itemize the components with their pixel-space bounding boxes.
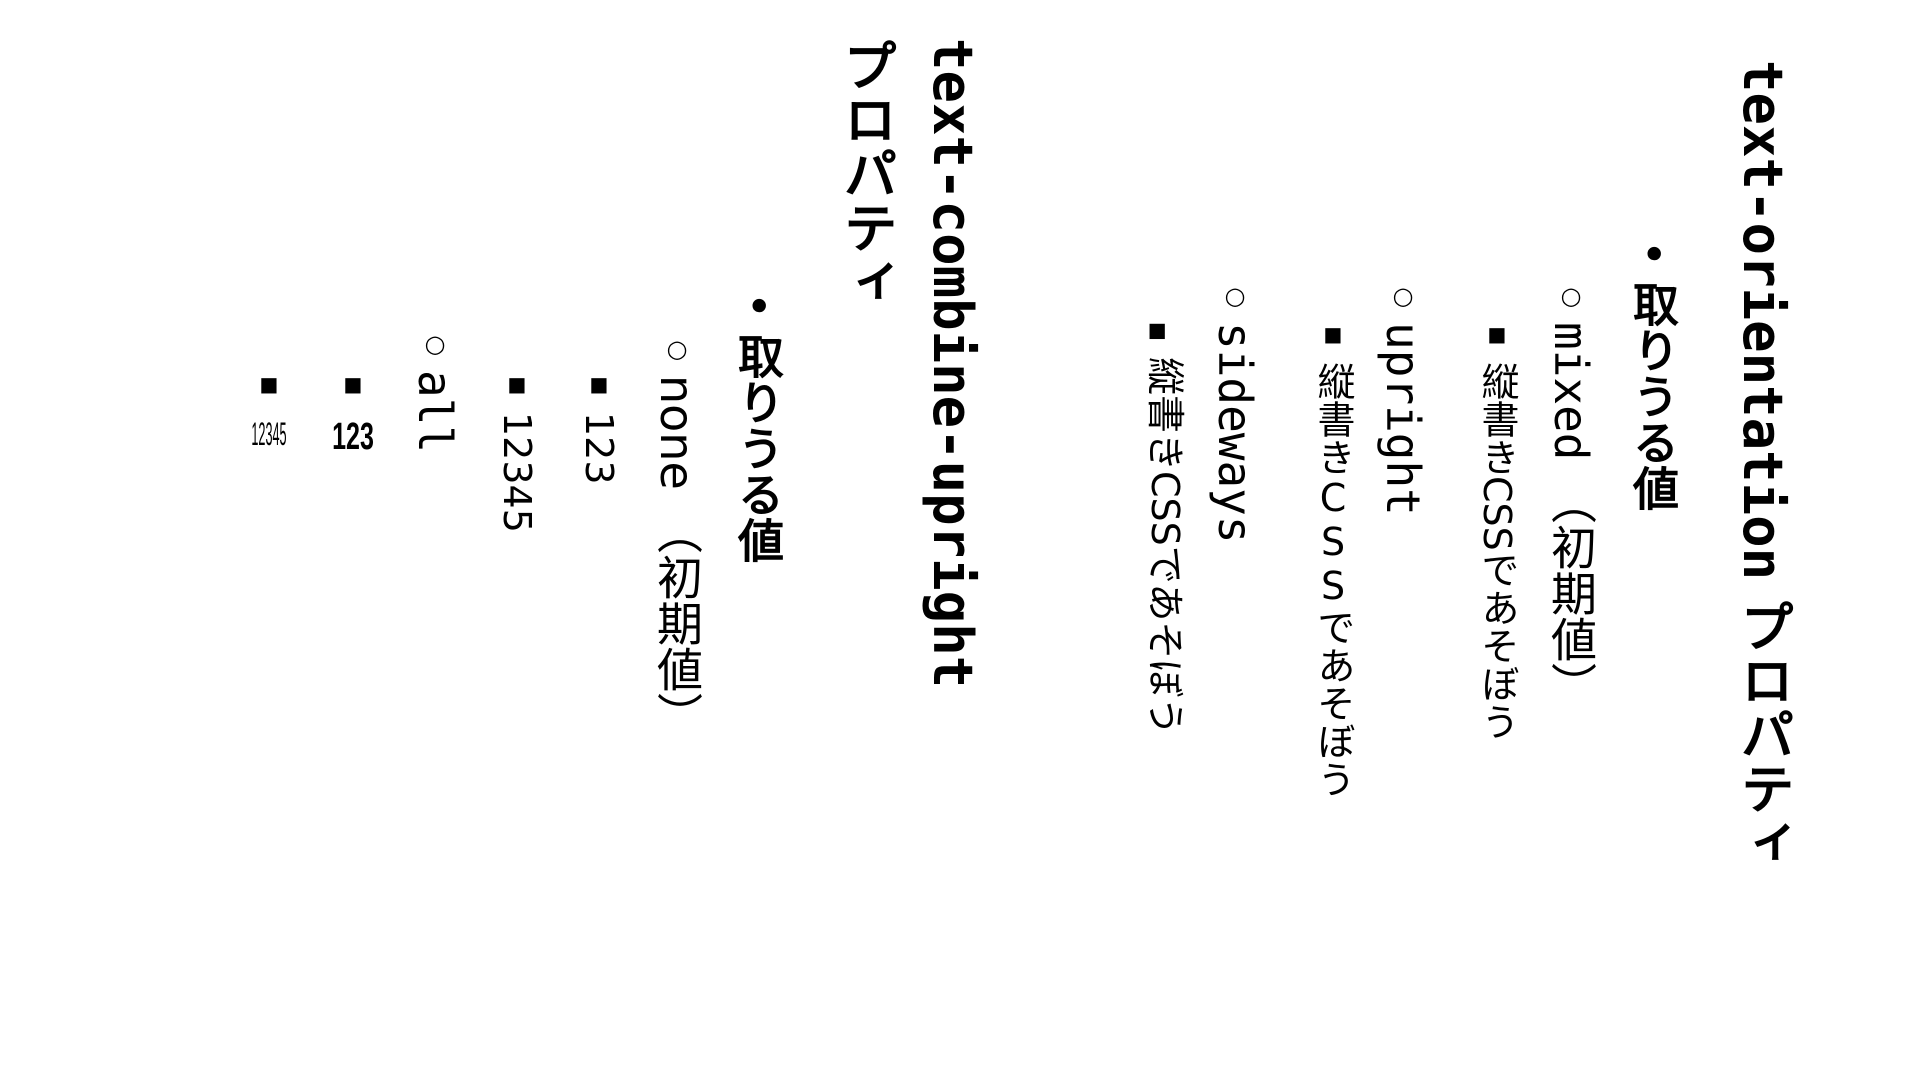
square-bullet-icon: ■ — [341, 372, 365, 396]
square-bullet-icon: ■ — [587, 372, 611, 396]
sample-text: 12345 — [251, 418, 287, 450]
option-value: none — [650, 375, 704, 490]
section1-title-suffix: プロパティ — [1731, 580, 1794, 869]
section1-title: text-orientation プロパティ — [1731, 60, 1794, 869]
sample-text: 縦書きCSSであそぼう — [1311, 362, 1355, 798]
sample-text: 縦書きCSSであそぼう — [1143, 356, 1187, 736]
sample-all-12345: ■ 12345 — [250, 372, 288, 450]
option-note: （初期値） — [1544, 478, 1598, 709]
square-bullet-icon: ■ — [257, 372, 281, 396]
circle-bullet-icon: ○ — [1221, 282, 1249, 310]
square-bullet-icon: ■ — [1147, 322, 1171, 341]
option-note: （初期値） — [650, 507, 704, 738]
circle-bullet-icon: ○ — [1389, 282, 1417, 310]
option-upright: ○ upright — [1376, 282, 1430, 516]
section2-title-suffix: プロパティ — [834, 38, 897, 308]
option-sideways: ○ sideways — [1208, 282, 1262, 544]
circle-bullet-icon: ○ — [421, 330, 449, 358]
option-all: ○ all — [408, 330, 462, 453]
option-value: all — [408, 370, 462, 454]
sample-sideways: ■ 縦書きCSSであそぼう — [1143, 322, 1187, 736]
sample-text: 縦書きCSSであそぼう — [1475, 362, 1519, 741]
option-value: sideways — [1208, 322, 1262, 544]
option-value: mixed — [1544, 322, 1598, 461]
square-bullet-icon: ■ — [1321, 322, 1345, 346]
sample-all-123: ■ 123 — [332, 372, 374, 456]
sample-text: 123 — [577, 412, 621, 485]
sample-mixed: ■ 縦書きCSSであそぼう — [1475, 322, 1519, 741]
section2-title-code: text-combine-upright — [921, 38, 984, 689]
option-value: upright — [1376, 322, 1430, 516]
option-none: ○ none （初期値） — [650, 335, 704, 738]
section2-values-heading: • 取りうる値 — [731, 292, 785, 563]
square-bullet-icon: ■ — [505, 372, 529, 396]
circle-bullet-icon: ○ — [1557, 282, 1585, 310]
values-label: 取りうる値 — [1626, 281, 1680, 512]
section1-values-heading: • 取りうる値 — [1626, 240, 1680, 511]
sample-text: 12345 — [495, 412, 539, 533]
option-mixed: ○ mixed （初期値） — [1544, 282, 1598, 708]
sample-none-123: ■ 123 — [577, 372, 621, 485]
square-bullet-icon: ■ — [1485, 322, 1509, 346]
values-label: 取りうる値 — [731, 333, 785, 564]
sample-text: 123 — [332, 418, 374, 456]
bullet-icon: • — [731, 292, 785, 320]
bullet-icon: • — [1626, 240, 1680, 268]
circle-bullet-icon: ○ — [663, 335, 691, 363]
section1-title-code: text-orientation — [1731, 60, 1794, 581]
sample-none-12345: ■ 12345 — [495, 372, 539, 533]
sample-upright: ■ 縦書きCSSであそぼう — [1311, 322, 1355, 798]
